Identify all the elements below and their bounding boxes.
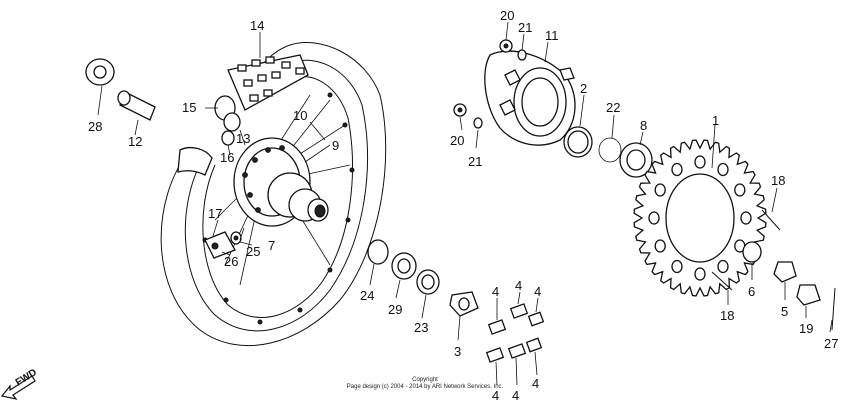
sprocket-hole [671,162,683,177]
callout-15: 15 [182,100,196,115]
callout-14: 14 [250,18,264,33]
callout-18: 18 [720,308,734,323]
chain-adjusters-4 [485,303,545,363]
callout-labels: 1 2 3 4 4 4 4 4 4 5 6 7 8 9 10 11 12 13 … [88,8,838,403]
callout-16: 16 [220,150,234,165]
callout-21: 21 [468,154,482,169]
callout-26: 26 [224,254,238,269]
callout-25: 25 [246,244,260,259]
copyright-line-1: Copyright [412,377,438,383]
callout-10: 10 [293,108,307,123]
callout-3: 3 [454,344,461,359]
callout-4: 4 [492,284,499,299]
callout-8: 8 [640,118,647,133]
callout-20: 20 [500,8,514,23]
bearing-28 [85,58,115,86]
sprocket-hole [654,183,666,197]
callout-4: 4 [534,284,541,299]
axle-nut-3 [449,291,479,317]
callout-7: 7 [268,238,275,253]
sprocket-hole [694,267,706,281]
callout-4: 4 [512,388,519,403]
collar-6 [742,241,762,263]
sprocket-hole [717,162,729,177]
sprocket-hole [734,183,746,197]
sprocket-hole [648,211,660,225]
callout-5: 5 [781,304,788,319]
callout-6: 6 [748,284,755,299]
leader-lines [97,21,833,386]
driven-sprocket-1 [633,139,767,297]
sprocket-bolts-18 [711,209,781,291]
nut-19 [796,284,821,306]
callout-4: 4 [515,278,522,293]
callout-9: 9 [332,138,339,153]
spacer-12 [117,90,156,121]
sprocket-hub-11 [484,50,576,146]
callout-1: 1 [712,113,719,128]
callout-23: 23 [414,320,428,335]
seal-24 [367,239,389,265]
cotter-pin-27 [831,287,836,331]
wheel-hub [233,137,329,227]
callout-13: 13 [236,131,250,146]
hub-seal-parts [214,95,241,146]
sprocket-hole [740,211,752,225]
callout-4: 4 [492,388,499,403]
forward-direction-indicator: FWD [0,367,39,400]
rim-spoke-nipples [202,92,355,325]
nut-5 [773,261,797,283]
spacer-23 [416,269,440,295]
callout-24: 24 [360,288,374,303]
callout-22: 22 [606,100,620,115]
callout-11: 11 [545,28,559,43]
sprocket-hole [717,259,729,274]
brake-arm-assembly [204,231,242,259]
callout-20: 20 [450,133,464,148]
callout-19: 19 [799,321,813,336]
fwd-arrow-icon [0,375,36,400]
sprocket-hole [654,239,666,253]
callout-27: 27 [824,336,838,351]
callout-12: 12 [128,134,142,149]
copyright-notice: Copyright Page design (c) 2004 - 2014 by… [347,377,504,390]
callout-18: 18 [771,173,785,188]
callout-21: 21 [518,20,532,35]
callout-4: 4 [532,376,539,391]
sprocket-hole [671,259,683,274]
sprocket-hole [694,155,706,169]
callout-29: 29 [388,302,402,317]
callout-2: 2 [580,81,587,96]
rear-tire [160,41,387,347]
callout-17: 17 [208,206,222,221]
bearing-29 [391,252,417,280]
copyright-line-2: Page design (c) 2004 - 2014 by ARI Netwo… [347,384,504,390]
callout-28: 28 [88,119,102,134]
tire-tread [227,54,309,111]
seal-ring-2 [563,126,593,158]
hub-nuts-washers [453,39,527,129]
circlip-22 [598,137,622,163]
bearing-8 [619,142,653,178]
